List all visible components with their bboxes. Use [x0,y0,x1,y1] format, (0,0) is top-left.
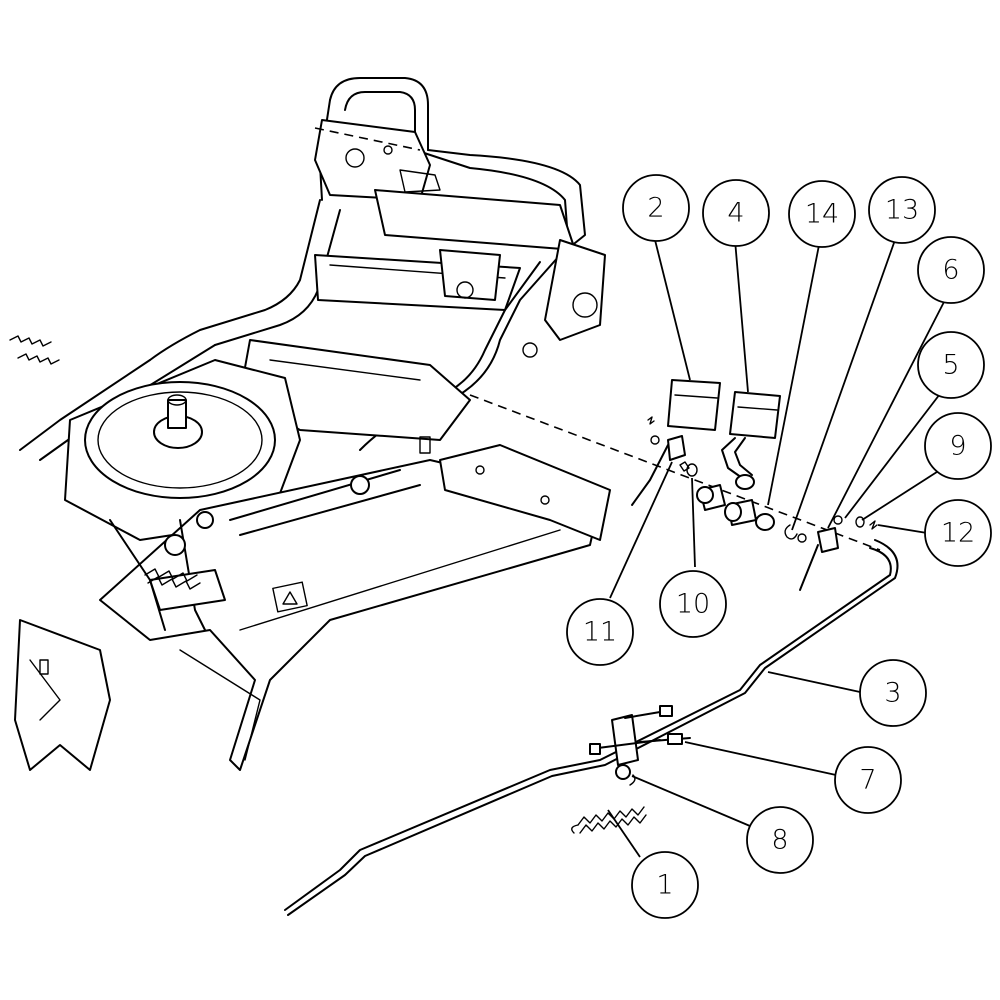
callout-4-label: 4 [727,198,744,229]
callout-6-label: 6 [942,255,959,286]
callout-9: 9 [924,412,992,480]
callout-3: 3 [859,659,927,727]
callout-2-label: 2 [647,193,664,224]
callout-9-label: 9 [949,431,966,462]
assembly-line-top [314,127,421,151]
callout-7: 7 [834,746,902,814]
mower-deck [9,335,611,771]
callout-14-label: 14 [805,199,839,230]
callout-10-label: 10 [676,589,710,620]
callout-8: 8 [746,806,814,874]
callout-1: 1 [631,851,699,919]
callout-2: 2 [622,174,690,242]
control-rod [284,539,899,916]
callout-leaders [607,239,946,858]
callout-12: 12 [924,499,992,567]
assembly-line-pedal [469,394,881,551]
callout-6: 6 [917,236,985,304]
callout-3-label: 3 [884,678,901,709]
callout-13: 13 [868,176,936,244]
callout-12-label: 12 [941,518,975,549]
callout-10: 10 [659,570,727,638]
callout-11-label: 11 [583,617,617,648]
spring-part-1 [571,774,647,834]
callout-5-label: 5 [942,350,959,381]
spring-left [144,568,201,590]
spring-top-left [9,335,60,365]
callout-1-label: 1 [656,870,673,901]
callout-8-label: 8 [771,825,788,856]
callout-14: 14 [788,180,856,248]
callout-5: 5 [917,331,985,399]
mower-chassis [19,77,606,461]
callout-7-label: 7 [859,765,876,796]
callout-13-label: 13 [885,195,919,226]
callout-11: 11 [566,598,634,666]
callout-4: 4 [702,179,770,247]
pedal-assembly [631,379,878,591]
